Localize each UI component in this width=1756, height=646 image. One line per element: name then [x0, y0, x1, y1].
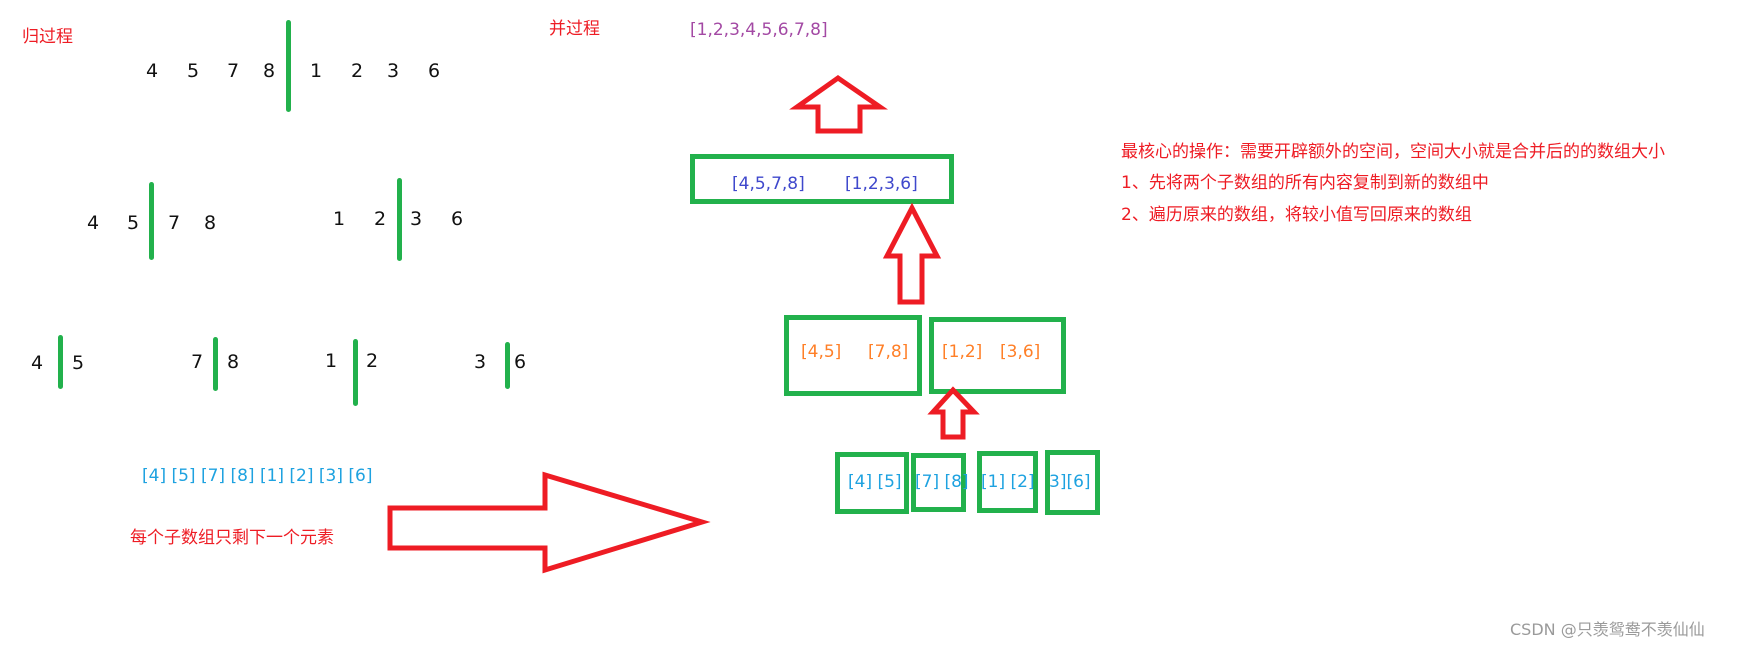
up-arrow-icon — [927, 386, 980, 440]
divider-line — [397, 178, 402, 261]
merge-title: 并过程 — [549, 19, 600, 39]
divider-line — [353, 339, 358, 406]
number: 2 — [351, 60, 364, 82]
notes-line-1: 最核心的操作：需要开辟额外的空间，空间大小就是合并后的的数组大小 — [1121, 142, 1665, 162]
divider-line — [286, 20, 291, 112]
split-title: 归过程 — [22, 27, 73, 47]
number: 3 — [387, 60, 400, 82]
number: 3 — [474, 351, 487, 373]
up-arrow-icon — [882, 202, 942, 305]
number: 4 — [31, 352, 44, 374]
number: 1 — [325, 350, 338, 372]
right-arrow-icon — [387, 471, 711, 574]
number: 6 — [428, 60, 441, 82]
merge-level-1-box — [690, 154, 954, 204]
merge-array: [7,8] — [868, 342, 909, 362]
merge-array: [1] [2] — [981, 472, 1035, 492]
divider-line — [58, 335, 63, 389]
merge-array: [4,5,7,8] — [732, 174, 805, 194]
number: 7 — [191, 351, 204, 373]
merge-array: [1,2,3,6] — [845, 174, 918, 194]
merge-level-2-box — [784, 315, 922, 396]
merge-array: [7] [8] — [915, 472, 969, 492]
merge-level-2-box — [929, 317, 1066, 394]
number: 3 — [410, 208, 423, 230]
number: 1 — [310, 60, 323, 82]
merge-level-3-box — [977, 451, 1038, 513]
merge-result: [1,2,3,4,5,6,7,8] — [690, 20, 828, 40]
number: 6 — [514, 351, 527, 373]
merge-level-3-box — [911, 453, 966, 512]
divider-line — [149, 182, 154, 260]
merge-array: [4] [5] — [848, 472, 902, 492]
number: 1 — [333, 208, 346, 230]
up-arrow-icon — [789, 74, 889, 134]
notes-line-2: 1、先将两个子数组的所有内容复制到新的数组中 — [1121, 173, 1489, 193]
number: 5 — [127, 212, 140, 234]
number: 6 — [451, 208, 464, 230]
watermark: CSDN @只羡鸳鸯不羡仙仙 — [1510, 620, 1705, 639]
divider-line — [213, 337, 218, 391]
number: 7 — [168, 212, 181, 234]
divider-line — [505, 342, 510, 389]
number: 8 — [227, 351, 240, 373]
merge-array: [3,6] — [1000, 342, 1041, 362]
number: 5 — [187, 60, 200, 82]
singleton-arrays: [4] [5] [7] [8] [1] [2] [3] [6] — [142, 466, 373, 486]
merge-array: 3][6] — [1049, 472, 1091, 492]
number: 4 — [87, 212, 100, 234]
merge-array: [4,5] — [801, 342, 842, 362]
number: 8 — [263, 60, 276, 82]
number: 2 — [366, 350, 379, 372]
number: 8 — [204, 212, 217, 234]
merge-level-3-box — [1045, 450, 1100, 515]
number: 4 — [146, 60, 159, 82]
merge-level-3-box — [835, 452, 909, 514]
notes-line-3: 2、遍历原来的数组，将较小值写回原来的数组 — [1121, 205, 1472, 225]
split-caption: 每个子数组只剩下一个元素 — [130, 528, 334, 548]
merge-array: [1,2] — [942, 342, 983, 362]
number: 2 — [374, 208, 387, 230]
number: 7 — [227, 60, 240, 82]
number: 5 — [72, 352, 85, 374]
